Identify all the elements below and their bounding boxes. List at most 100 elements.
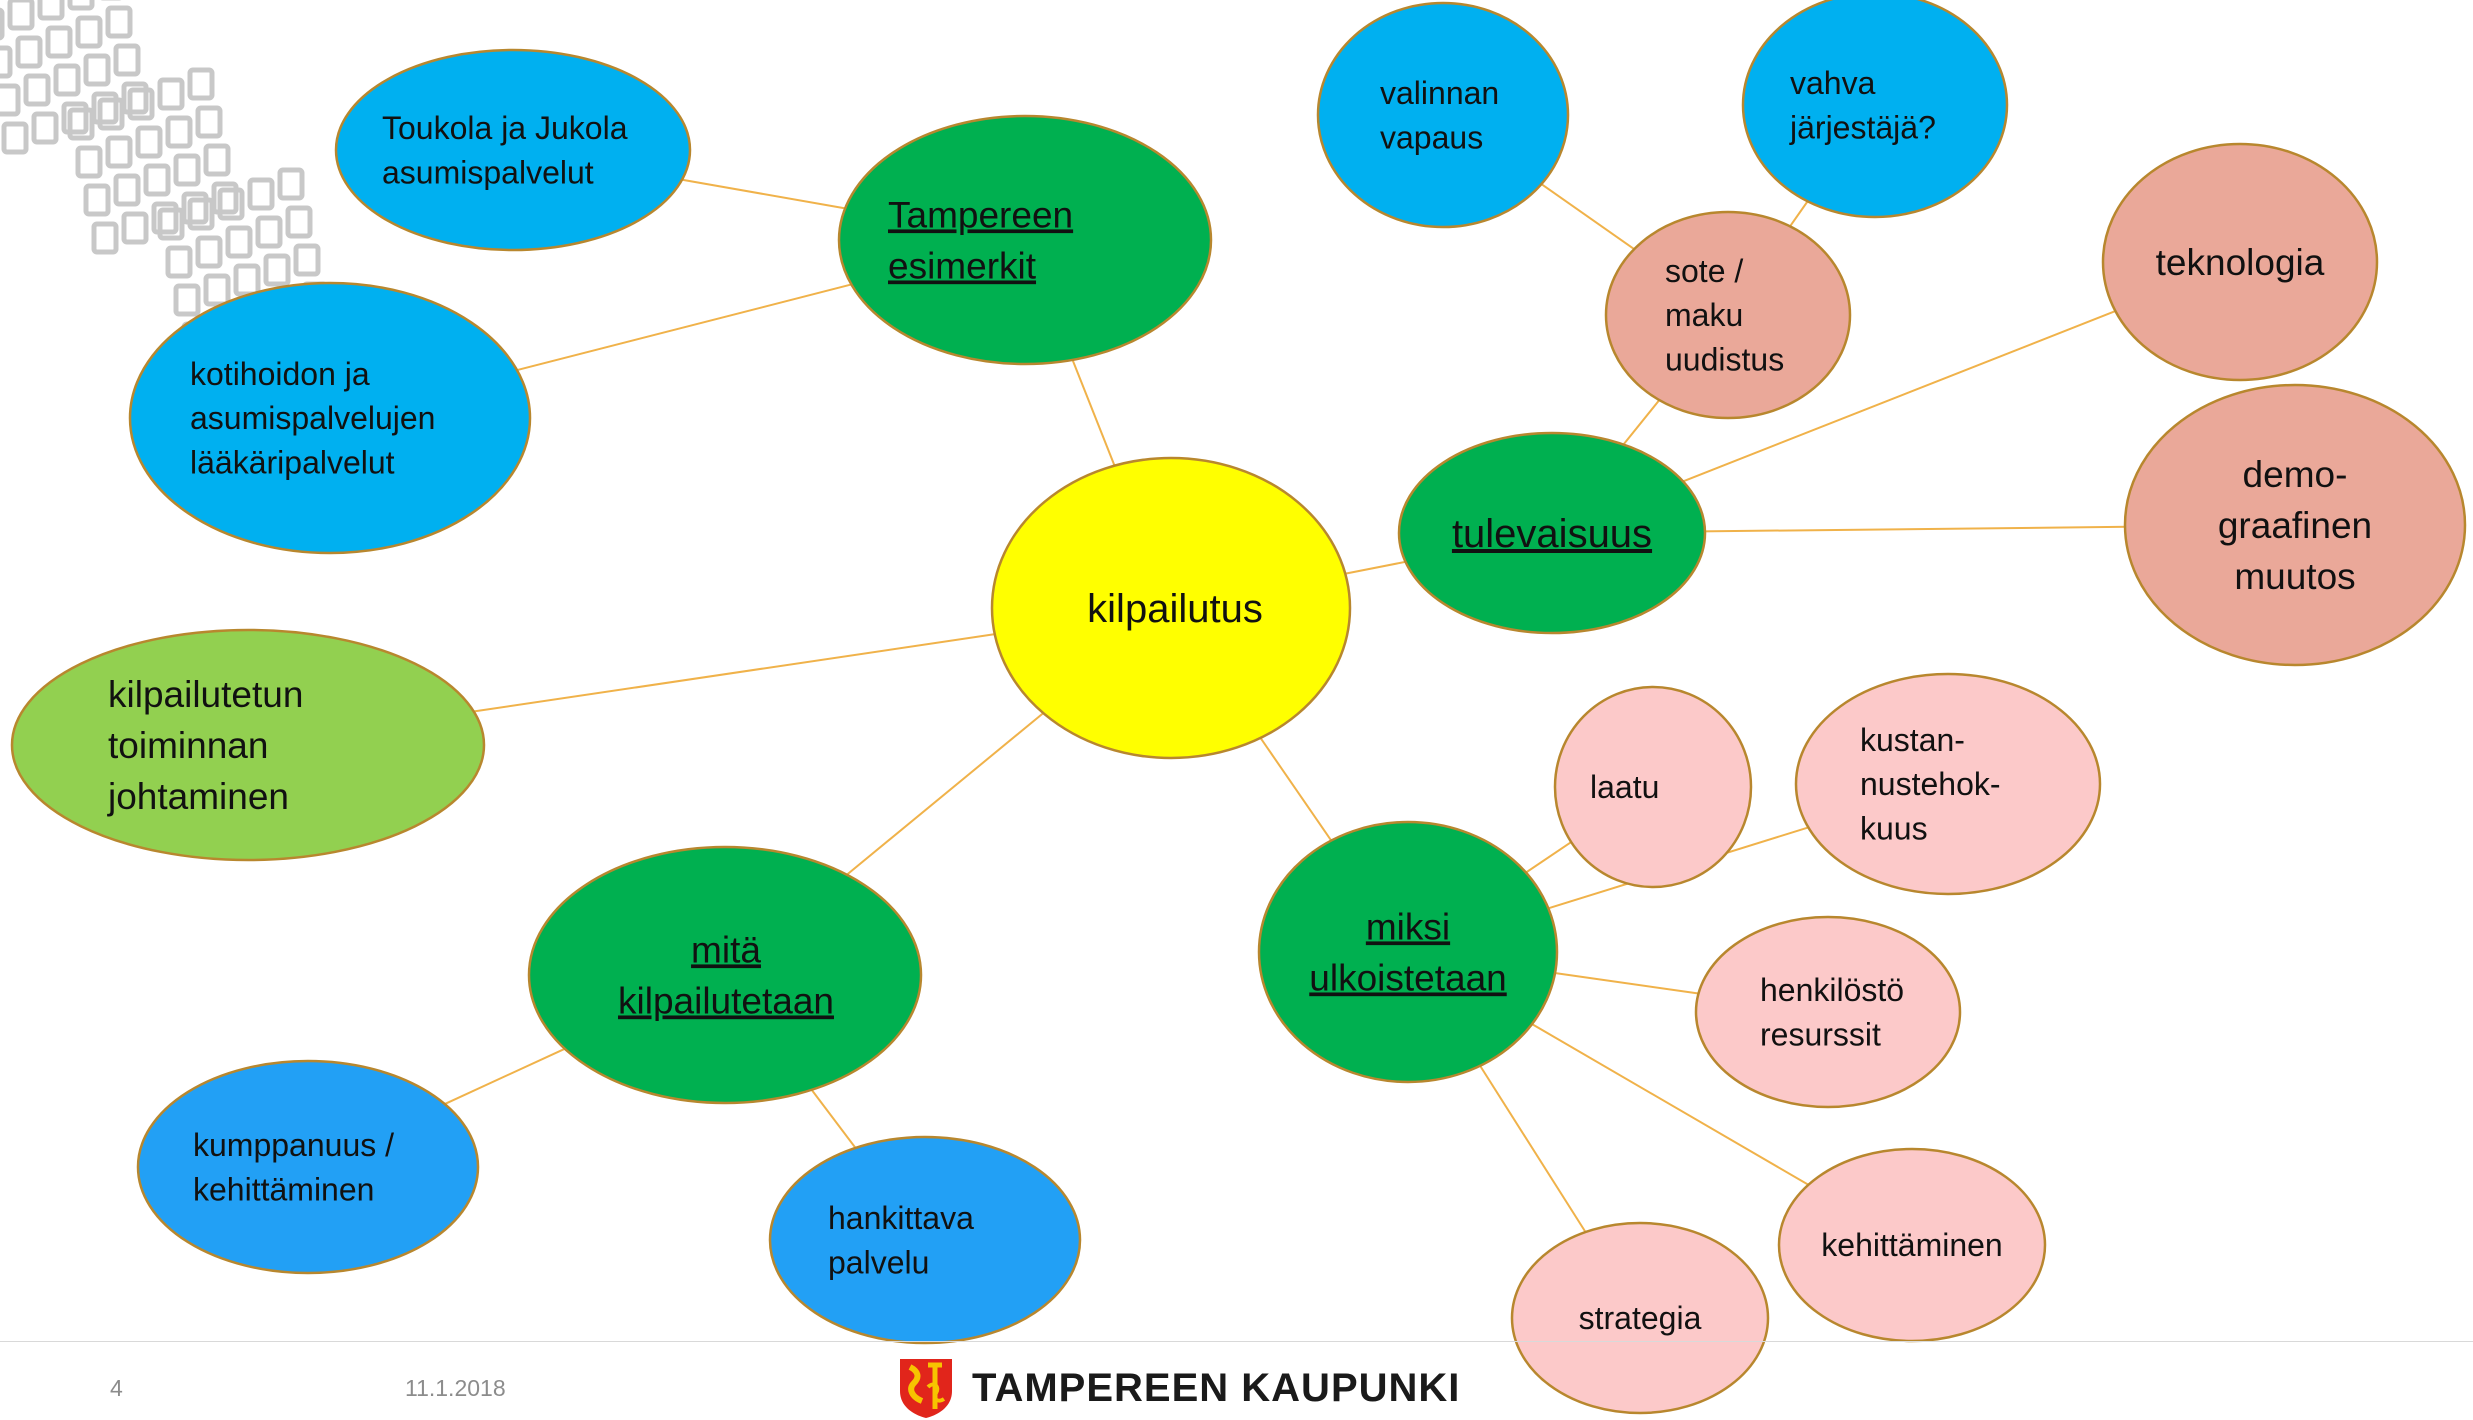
- node-label-kehittaminen-0: kehittäminen: [1821, 1227, 2002, 1263]
- corner-pattern-cell: [187, 67, 215, 101]
- node-label-mita-kilpailutetaan-1: kilpailutetaan: [618, 980, 834, 1021]
- node-label-henkilosto-1: resurssit: [1760, 1016, 1881, 1052]
- node-label-hankittava-0: hankittava: [828, 1200, 974, 1236]
- node-shape-vahva: [1741, 0, 2009, 219]
- corner-pattern-cell: [75, 145, 103, 179]
- node-shape-tulevaisuus: [1397, 431, 1707, 635]
- node-shape-kumppanuus: [136, 1059, 480, 1275]
- node-label-vahva-0: vahva: [1790, 65, 1876, 101]
- node-label-sote-0: sote /: [1665, 253, 1743, 289]
- edge-kilpailutus-kilpailutetun: [469, 632, 999, 714]
- corner-pattern-cell: [203, 143, 231, 177]
- corner-pattern-cell: [263, 253, 291, 287]
- node-label-kotihoidon-2: lääkäripalvelut: [190, 444, 395, 480]
- corner-pattern-cell: [277, 167, 305, 201]
- node-shape-kotihoidon: [128, 281, 532, 555]
- corner-pattern-cell: [1, 121, 29, 155]
- corner-pattern-cell: [293, 243, 321, 277]
- node-kustannus: kustan-nustehok-kuus: [1794, 672, 2102, 896]
- node-label-demo-0: demo-: [2243, 454, 2348, 495]
- node-label-laatu-0: laatu: [1590, 769, 1659, 805]
- edge-miksi-laatu: [1523, 840, 1574, 875]
- tampere-crest-icon: [900, 1359, 952, 1418]
- node-valinnan: valinnan vapaus: [1316, 1, 1570, 229]
- node-label-valinnan-0: valinnan: [1380, 75, 1499, 111]
- node-label-strategia-0: strategia: [1579, 1300, 1702, 1336]
- node-demo: demo-graafinen muutos: [2123, 383, 2467, 667]
- corner-pattern-cell: [233, 263, 261, 297]
- node-kumppanuus: kumppanuus / kehittäminen: [136, 1059, 480, 1275]
- corner-pattern-cell: [105, 5, 133, 39]
- corner-pattern-cell: [113, 43, 141, 77]
- node-label-kumppanuus-1: kehittäminen: [193, 1171, 374, 1207]
- corner-pattern-cell: [135, 125, 163, 159]
- edge-kilpailutus-miksi: [1257, 734, 1334, 844]
- edge-kilpailutus-mita-kilpailutetaan: [843, 710, 1047, 878]
- node-label-kilpailutetun-1: toiminnan: [108, 725, 268, 766]
- edge-tampereen-esimerkit-toukola: [678, 178, 849, 211]
- node-kotihoidon: kotihoidon jaasumispalvelujenlääkäripalv…: [128, 281, 532, 555]
- node-laatu: laatu: [1553, 685, 1753, 889]
- corner-pattern-cell: [211, 181, 239, 215]
- corner-pattern-cell: [173, 153, 201, 187]
- node-label-toukola-0: Toukola ja Jukola: [382, 110, 628, 146]
- corner-pattern-cell: [187, 197, 215, 231]
- node-shape-hankittava: [768, 1135, 1082, 1345]
- edge-sote-valinnan: [1538, 181, 1637, 252]
- node-shape-strategia: [1510, 1221, 1770, 1415]
- corner-pattern-cell: [0, 45, 13, 79]
- corner-pattern-cell: [83, 183, 111, 217]
- corner-pattern-cell: [165, 245, 193, 279]
- node-label-sote-1: maku: [1665, 297, 1743, 333]
- footer-divider: [0, 1341, 2473, 1342]
- corner-pattern-cell: [285, 205, 313, 239]
- node-label-kilpailutetun-0: kilpailutetun: [108, 674, 303, 715]
- node-label-kumppanuus-0: kumppanuus /: [193, 1127, 394, 1163]
- corner-pattern-cell: [53, 63, 81, 97]
- corner-pattern-cell: [225, 225, 253, 259]
- edge-sote-vahva: [1788, 198, 1810, 229]
- corner-pattern-cell: [255, 215, 283, 249]
- edge-tulevaisuus-teknologia: [1680, 309, 2119, 484]
- edge-mita-kilpailutetaan-hankittava: [809, 1086, 858, 1151]
- corner-pattern-cell: [181, 191, 209, 225]
- node-shape-valinnan: [1316, 1, 1570, 229]
- corner-pattern-cell: [75, 15, 103, 49]
- node-kilpailutus: kilpailutus: [990, 456, 1352, 760]
- node-shape-kilpailutus: [990, 456, 1352, 760]
- corner-pattern-cell: [7, 0, 35, 31]
- corner-pattern-cell: [203, 273, 231, 307]
- edge-miksi-kehittaminen: [1529, 1021, 1811, 1187]
- corner-pattern-cell: [67, 107, 95, 141]
- corner-pattern-cell: [67, 0, 95, 11]
- node-kilpailutetun: kilpailutetun toiminnan johtaminen: [10, 628, 486, 862]
- node-shape-henkilosto: [1694, 915, 1962, 1109]
- node-label-miksi-0: miksi: [1366, 906, 1450, 947]
- node-label-kilpailutus-0: kilpailutus: [1087, 587, 1263, 631]
- node-label-demo-2: muutos: [2234, 556, 2355, 597]
- node-label-kilpailutetun-2: johtaminen: [107, 776, 289, 817]
- corner-pattern-cell: [0, 83, 21, 117]
- node-label-teknologia-0: teknologia: [2156, 242, 2325, 283]
- corner-pattern-cell: [91, 91, 119, 125]
- corner-pattern-cell: [15, 35, 43, 69]
- corner-pattern-cell: [157, 207, 185, 241]
- node-shape-miksi: [1257, 820, 1559, 1084]
- node-tulevaisuus: tulevaisuus: [1397, 431, 1707, 635]
- node-shape-kustannus: [1794, 672, 2102, 896]
- node-label-kotihoidon-0: kotihoidon ja: [190, 356, 370, 392]
- page-number: 4: [110, 1375, 123, 1401]
- corner-pattern-cell: [121, 81, 149, 115]
- node-label-valinnan-1: vapaus: [1380, 119, 1483, 155]
- footer-date: 11.1.2018: [405, 1375, 506, 1401]
- edge-miksi-henkilosto: [1551, 971, 1702, 995]
- node-label-demo-1: graafinen: [2218, 505, 2372, 546]
- corner-pattern-cell: [97, 97, 125, 131]
